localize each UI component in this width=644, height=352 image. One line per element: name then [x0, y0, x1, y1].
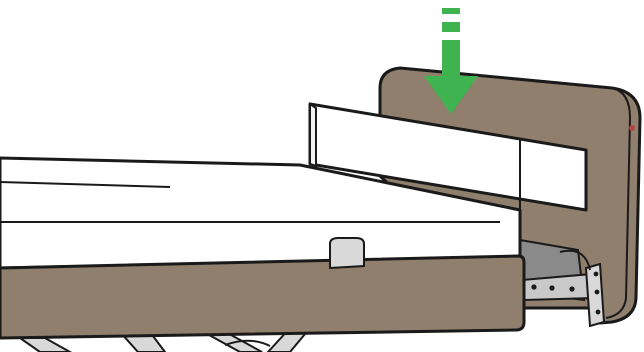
- indicator-dot: [629, 125, 635, 131]
- rail-clip: [330, 238, 364, 268]
- bed-side-rail: [0, 256, 524, 338]
